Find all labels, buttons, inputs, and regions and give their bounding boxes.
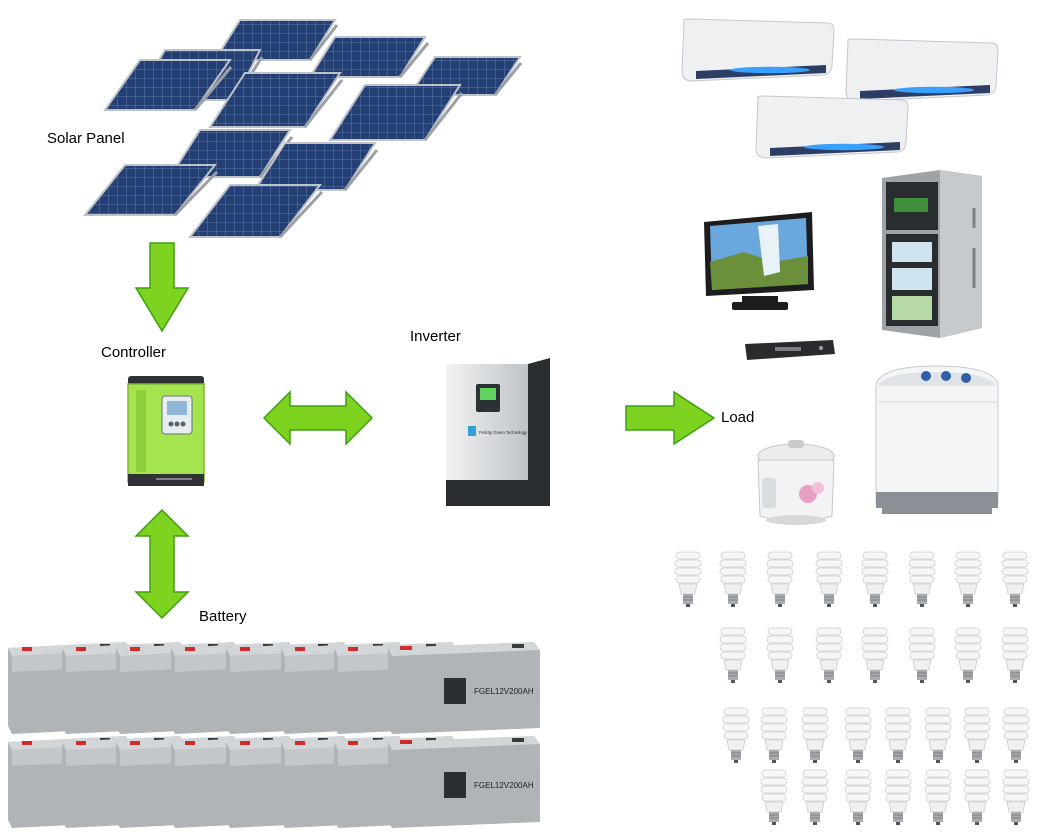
air-conditioner (681, 18, 835, 82)
light-bulb (844, 769, 872, 826)
light-bulb (963, 769, 991, 826)
battery-label: Battery (199, 608, 247, 625)
washing-machine (875, 365, 999, 514)
inverter-label: Inverter (410, 328, 461, 345)
arrow-double-horizontal-icon (262, 390, 374, 446)
television (704, 212, 814, 310)
arrow-double-vertical-icon (134, 508, 190, 620)
solar-panel (187, 184, 324, 239)
light-bulb (766, 627, 794, 684)
light-bulb (1001, 627, 1029, 684)
arrow-right-icon (625, 390, 716, 446)
light-bulb (884, 707, 912, 764)
dvd-player (745, 340, 835, 360)
light-bulb (801, 707, 829, 764)
light-bulb (954, 551, 982, 608)
air-conditioner (755, 95, 909, 159)
inverter: Felicity Green Technology (446, 358, 550, 506)
light-bulb (719, 551, 747, 608)
light-bulb (861, 551, 889, 608)
light-bulb (908, 551, 936, 608)
light-bulb (801, 769, 829, 826)
light-bulb (1001, 551, 1029, 608)
controller-label: Controller (101, 344, 167, 361)
light-bulb (674, 551, 702, 608)
solar-panel (328, 84, 464, 141)
rice-cooker (757, 440, 835, 525)
solar-panel (208, 72, 344, 128)
battery-front: FGEL12V200AH (388, 642, 540, 734)
charge-controller (127, 376, 205, 486)
solar-panel (253, 142, 379, 191)
battery-bank: FGEL12V200AH FGEL12V200AH (8, 642, 540, 828)
light-bulb (844, 707, 872, 764)
light-bulb (924, 707, 952, 764)
solar-panel-array (82, 19, 523, 239)
arrow-down-icon (134, 242, 190, 333)
light-bulb (884, 769, 912, 826)
inverter-brand-text: Felicity Green Technology (479, 430, 528, 435)
light-bulb (954, 627, 982, 684)
light-bulb-grid (674, 551, 1030, 826)
svg-text:FGEL12V200AH: FGEL12V200AH (474, 781, 534, 790)
solar-panel-label: Solar Panel (47, 130, 125, 147)
light-bulb (815, 551, 843, 608)
svg-text:FGEL12V200AH: FGEL12V200AH (474, 687, 534, 696)
light-bulb (1002, 769, 1030, 826)
light-bulb (766, 551, 794, 608)
refrigerator (882, 170, 982, 338)
air-conditioner (845, 38, 999, 102)
battery-front: FGEL12V200AH (388, 736, 540, 828)
light-bulb (722, 707, 750, 764)
light-bulb (1002, 707, 1030, 764)
light-bulb (815, 627, 843, 684)
light-bulb (908, 627, 936, 684)
light-bulb (760, 707, 788, 764)
light-bulb (924, 769, 952, 826)
light-bulb (760, 769, 788, 826)
load-label: Load (721, 409, 755, 426)
solar-panel (308, 36, 430, 78)
solar-panel (103, 59, 233, 111)
light-bulb (861, 627, 889, 684)
light-bulb (719, 627, 747, 684)
solar-panel (82, 164, 219, 217)
light-bulb (963, 707, 991, 764)
